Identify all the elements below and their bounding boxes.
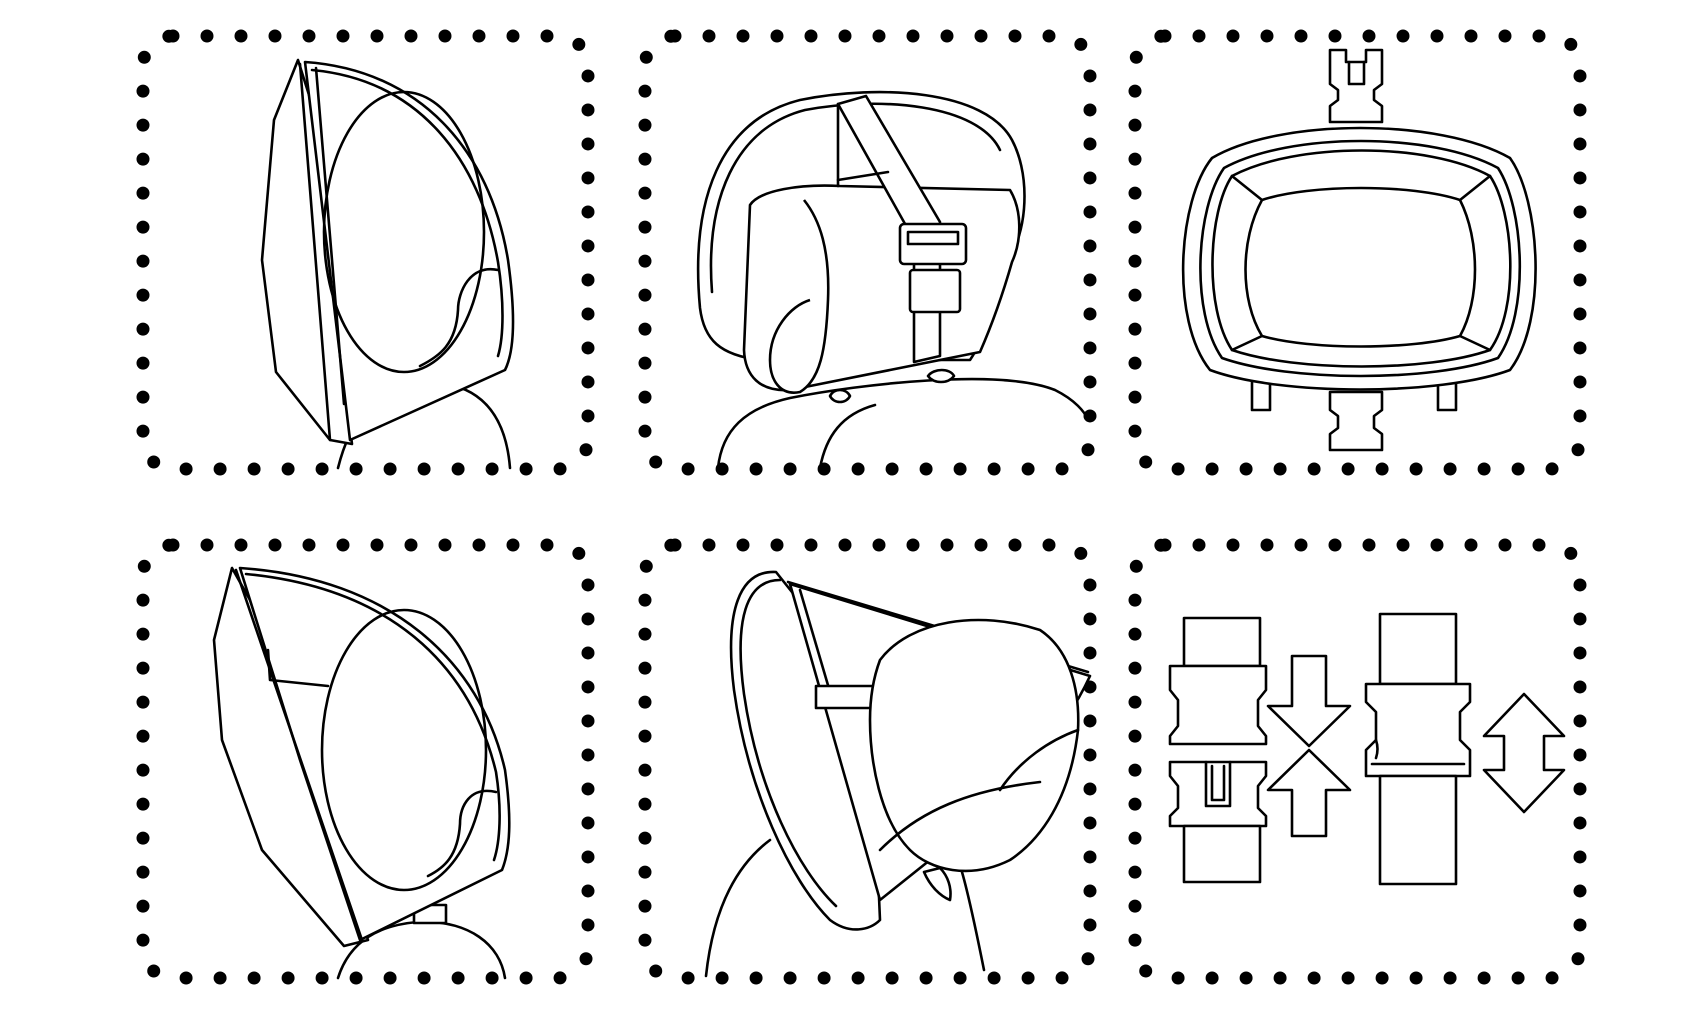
panel-mirror-tilt	[136, 538, 595, 985]
panel-mirror-front	[1128, 29, 1587, 476]
panel-mirror-side-view	[136, 29, 595, 476]
panel-buckle-connect	[1128, 538, 1587, 985]
mirror-side-view-icon	[260, 58, 515, 470]
buckle-connect-arrows-icon	[1168, 612, 1566, 886]
headrest-strap-back-view-icon	[696, 90, 1090, 470]
mirror-tilt-side-view-icon	[212, 566, 511, 980]
panel-mirror-angled	[638, 538, 1097, 985]
panel-headrest-strap	[638, 29, 1097, 476]
mirror-angled-headrest-icon	[704, 570, 1092, 978]
mirror-front-with-buckles-icon	[1181, 48, 1537, 452]
